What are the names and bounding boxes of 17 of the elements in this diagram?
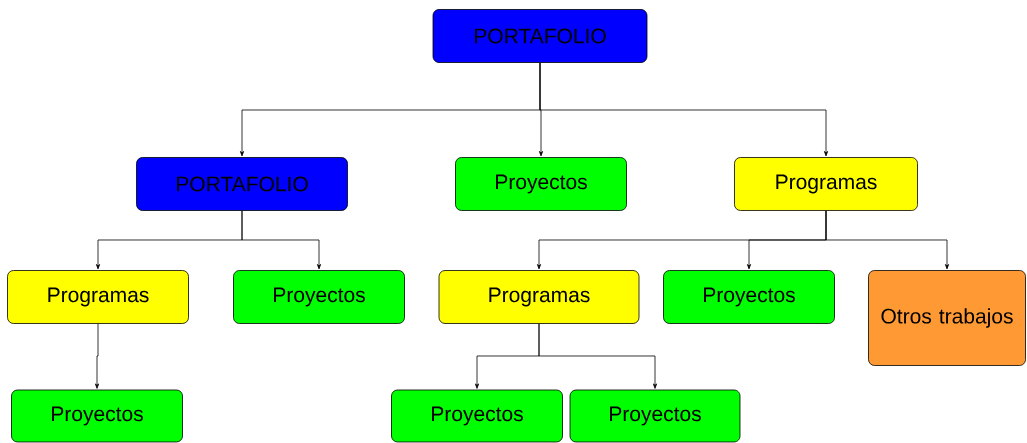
portfolio-box: PORTAFOLIO (136, 157, 348, 211)
project-box: Proyectos (233, 270, 405, 324)
project-box: Proyectos (663, 270, 835, 324)
connector-arrow (538, 323, 657, 389)
portfolio-box: PORTAFOLIO (432, 9, 648, 63)
project-box: Proyectos (569, 389, 741, 443)
project-box: Proyectos (391, 389, 563, 443)
project-box: Proyectos (455, 157, 627, 211)
connector-arrow (241, 210, 321, 270)
connector-arrow (539, 62, 828, 157)
other-work-box: Otros trabajos (868, 270, 1026, 366)
program-box: Programas (7, 270, 189, 324)
connector-arrow (95, 323, 100, 389)
connector-arrow (825, 210, 949, 270)
program-box: Programas (734, 157, 918, 211)
project-box: Proyectos (11, 389, 183, 443)
program-box: Programas (438, 270, 640, 324)
